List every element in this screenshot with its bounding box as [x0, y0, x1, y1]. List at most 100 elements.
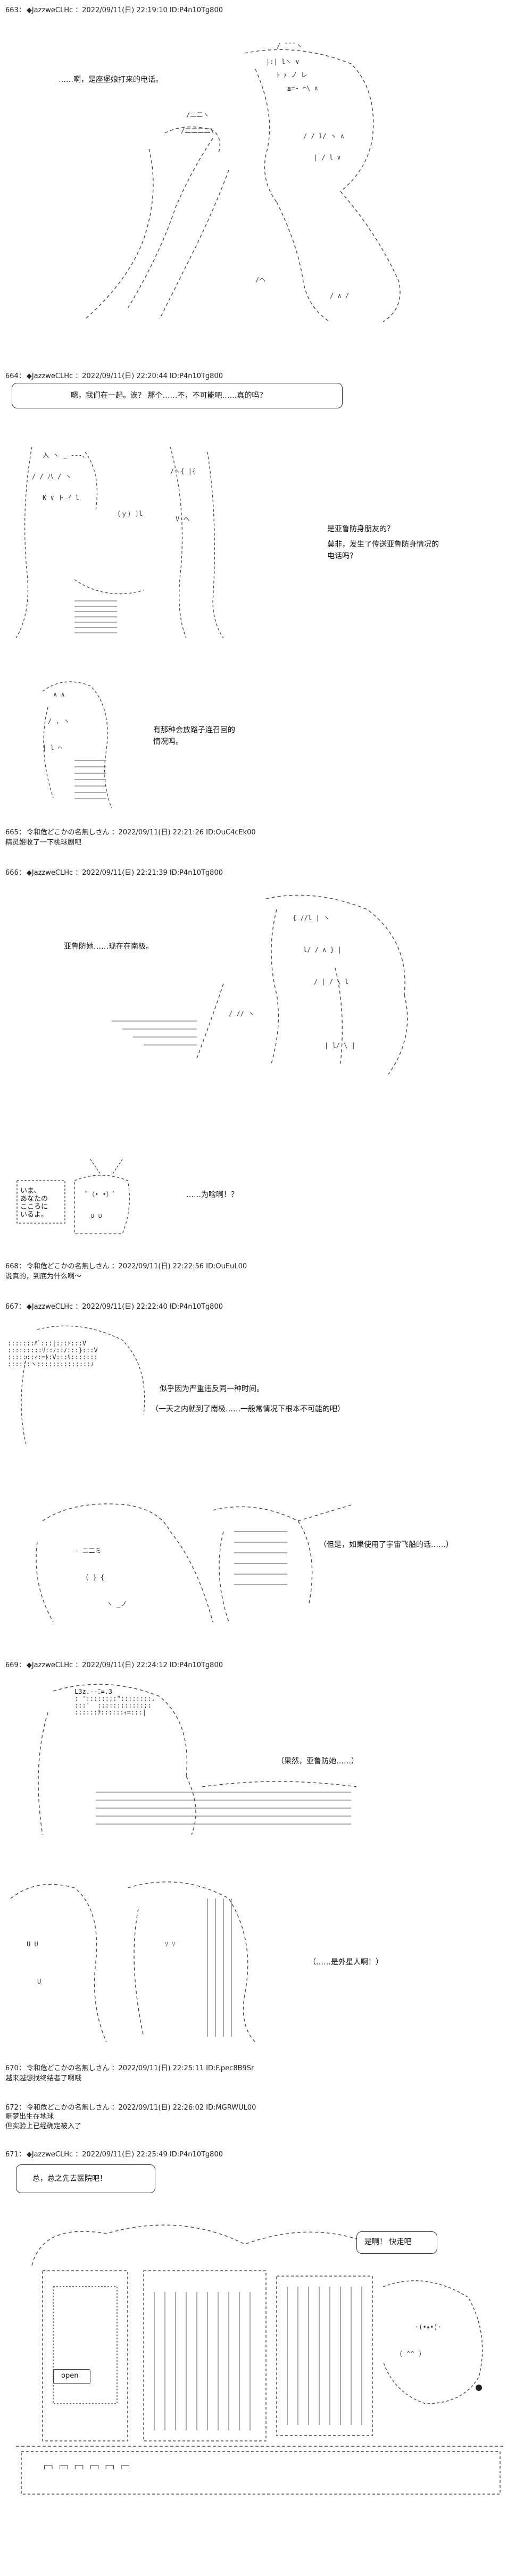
ascii-art-illustration	[38, 1684, 357, 1835]
ascii-art-illustration	[21, 1325, 145, 1447]
post-number[interactable]: 670：	[5, 2064, 26, 2072]
svg-text:/ニ二ヽ: /ニ二ヽ	[186, 111, 209, 119]
dialogue-text: 有那种会放路子连召回的	[153, 726, 235, 734]
ascii-art-illustration: 入 ヽ _ -‐-、 / / 八 / ヽ K ∨ ト―ｲ l (ｙ) ]l /ヽ…	[15, 446, 224, 639]
speech-bubble: 总，总之先去医院吧！	[16, 2164, 155, 2193]
dialogue-text: 亚鲁防她……现在在南极。	[64, 942, 153, 951]
post-number[interactable]: 671：	[5, 2151, 26, 2159]
dialogue-text: 总，总之先去医院吧！	[32, 2174, 107, 2183]
post-timestamp: ：2022/09/11(日) 22:21:39 ID:P4n10Tg800	[75, 869, 223, 877]
post-timestamp: ：2022/09/11(日) 22:22:56 ID:OuEuL00	[111, 1262, 247, 1270]
dialogue-text: （果然，亚鲁防她……）	[277, 1757, 359, 1766]
svg-text:ヽ _ノ: ヽ _ノ	[106, 1600, 127, 1608]
dialogue-text: 电话吗？	[327, 552, 357, 561]
post-number[interactable]: 663：	[5, 6, 26, 14]
svg-text:┌─┐ ┌─┐ ┌─┐ ┌─┐ ┌─┐ ┌─┐: ┌─┐ ┌─┐ ┌─┐ ┌─┐ ┌─┐ ┌─┐	[43, 2462, 131, 2469]
dialogue-text: 是亚鲁防身朋友的？	[327, 525, 394, 533]
svg-text:/ ̄ ̄ ̄ ヽ: / ̄ ̄ ̄ ヽ	[277, 42, 302, 49]
svg-text:/ , ヽ: / , ヽ	[48, 717, 70, 725]
dialogue-text: ……啊，是座堡娘打来的电话。	[59, 76, 163, 84]
post-timestamp: ：2022/09/11(日) 22:20:44 ID:P4n10Tg800	[75, 372, 223, 380]
sign-text: いま、 あなたの こころに いるよ。	[20, 1187, 48, 1219]
post-author: ◆JazzweCLHc	[26, 1661, 73, 1669]
ascii-art-illustration: ∧ ∧/ , ヽ| l ⌒	[42, 681, 112, 809]
post-author: 令和危どこかの名無しさん	[26, 2064, 110, 2072]
svg-text:{ //l | ヽ: { //l | ヽ	[293, 914, 330, 922]
svg-text:/ ∧ /: / ∧ /	[330, 292, 349, 299]
svg-text:(ｙ) ]l: (ｙ) ]l	[117, 510, 143, 517]
svg-text:V ヘ: V ヘ	[176, 515, 189, 523]
post-author: 令和危どこかの名無しさん	[26, 1262, 110, 1270]
post-timestamp: ：2022/09/11(日) 22:26:02 ID:MGRWUL00	[111, 2104, 256, 2112]
svg-text:/二二二二\: /二二二二\	[181, 127, 214, 135]
post-author: 令和危どこかの名無しさん	[26, 829, 110, 837]
svg-text:/ / l/ ヽ ∧: / / l/ ヽ ∧	[303, 132, 344, 140]
post-header: 663：◆JazzweCLHc：2022/09/11(日) 22:19:10 I…	[5, 4, 223, 14]
post-comment: 精灵姬收了一下桃球剧吧	[5, 839, 82, 847]
svg-text:/ヘ: /ヘ	[255, 276, 265, 283]
svg-text:≧=‐ ⌒\ ∧: ≧=‐ ⌒\ ∧	[287, 85, 318, 92]
svg-text:l/ / ∧ } |: l/ / ∧ } |	[303, 946, 342, 954]
post-number[interactable]: 664：	[5, 372, 26, 380]
svg-text:/ / 八 / ヽ: / / 八 / ヽ	[32, 473, 72, 480]
post-number[interactable]: 672：	[5, 2104, 26, 2112]
ascii-art-text: L3z.--ﾆ=.3 : '::::::;:"::::::::. :::' ::…	[74, 1688, 155, 1716]
post-author: ◆JazzweCLHc	[26, 1303, 73, 1311]
post-timestamp: ：2022/09/11(日) 22:24:12 ID:P4n10Tg800	[75, 1661, 223, 1669]
post-comment: 但实验上已经确定被入了	[5, 2122, 82, 2130]
post-header: 664：◆JazzweCLHc：2022/09/11(日) 22:20:44 I…	[5, 370, 223, 380]
svg-text:‐ ニ二ミ: ‐ ニ二ミ	[74, 1547, 101, 1554]
post-timestamp: ：2022/09/11(日) 22:21:26 ID:OuC4cEk00	[111, 829, 256, 837]
speech-bubble: 是啊！ 快走吧	[356, 2231, 437, 2254]
post-author: ◆JazzweCLHc	[26, 6, 73, 14]
post-author: ◆JazzweCLHc	[26, 372, 73, 380]
svg-text:K ∨ ト―ｲ l: K ∨ ト―ｲ l	[43, 494, 79, 501]
dialogue-text: （一天之内就到了南极……一般常情况下根本不可能的吧）	[151, 1405, 345, 1414]
dialogue-text: 情况吗。	[153, 738, 183, 746]
svg-text:∪ ∪: ∪ ∪	[90, 1212, 102, 1219]
ascii-art-illustration: ‐ ニ二ミ ( } { ヽ _ノ	[36, 1503, 352, 1622]
ascii-art-illustration: / ̄ ̄ ̄ ヽ |:| lヽ ∨ ﾄ ﾒ ノ レ ≧=‐ ⌒\ ∧ /ニ二ヽ…	[85, 42, 401, 322]
svg-text:·(•ᴥ•)·: ·(•ᴥ•)·	[415, 2323, 442, 2331]
post-author: ◆JazzweCLHc	[26, 2151, 73, 2159]
post-timestamp: ：2022/09/11(日) 22:25:49 ID:P4n10Tg800	[75, 2151, 223, 2159]
svg-text:ｿ ｿ: ｿ ｿ	[165, 1941, 175, 1948]
post-timestamp: ：2022/09/11(日) 22:19:10 ID:P4n10Tg800	[75, 6, 223, 14]
svg-text:/ヽ{ |{: /ヽ{ |{	[170, 467, 196, 475]
post-header: 667：◆JazzweCLHc：2022/09/11(日) 22:22:40 I…	[5, 1301, 223, 1311]
post-number[interactable]: 665：	[5, 829, 26, 837]
svg-text:∧ ∧: ∧ ∧	[53, 691, 65, 698]
dialogue-text: （……是外星人啊！）	[309, 1958, 383, 1967]
post-comment: 噩梦出生在地球	[5, 2113, 54, 2121]
post-header: 670：令和危どこかの名無しさん：2022/09/11(日) 22:25:11 …	[5, 2062, 254, 2072]
post-number[interactable]: 669：	[5, 1661, 26, 1669]
post-header: 672：令和危どこかの名無しさん：2022/09/11(日) 22:26:02 …	[5, 2102, 256, 2112]
post-header: 668：令和危どこかの名無しさん：2022/09/11(日) 22:22:56 …	[5, 1260, 247, 1270]
svg-text:U: U	[37, 1978, 41, 1985]
dialogue-text: 似乎因为严重违反同一种时间。	[160, 1385, 264, 1393]
post-number[interactable]: 667：	[5, 1303, 26, 1311]
ascii-art-illustration: ·(•ᴥ•)· ( ^^ ) ┌─┐ ┌─┐ ┌─┐ ┌─┐ ┌─┐ ┌─┐	[16, 2224, 505, 2495]
svg-text:| l/ \ |: | l/ \ |	[325, 1042, 355, 1049]
open-sign-text: open	[61, 2372, 79, 2380]
svg-text:( } {: ( } {	[85, 1574, 104, 1581]
svg-text:ﾟ（• •）ﾟ: ﾟ（• •）ﾟ	[85, 1191, 116, 1198]
ascii-art-illustration: ﾟ（• •）ﾟ ∪ ∪	[16, 1159, 130, 1234]
svg-text:U U: U U	[27, 1941, 38, 1948]
svg-text:( ^^ ): ( ^^ )	[399, 2350, 422, 2357]
dialogue-text: （但是，如果使用了宇宙飞船的话……）	[319, 1541, 453, 1549]
svg-text:/ // ヽ: / // ヽ	[229, 1010, 254, 1017]
svg-text:| / l ∨: | / l ∨	[314, 154, 341, 161]
svg-text:入 ヽ _ -‐-、: 入 ヽ _ -‐-、	[43, 451, 89, 459]
post-number[interactable]: 666：	[5, 869, 26, 877]
ascii-art-illustration: U U ｿ ｿ U	[10, 1881, 256, 2043]
dialogue-text: 莫非，发生了传送亚鲁防身情况的	[327, 540, 439, 549]
ascii-art-text: :::::::ﾊﾞ:::|:::ﾄ:::V :::::::::ﾘ::ﾉ::ﾉ::…	[7, 1340, 98, 1368]
post-comment: 越来越想找终结者了啊哦	[5, 2075, 82, 2082]
svg-text:/ | / \ l: / | / \ l	[314, 978, 348, 985]
post-timestamp: ：2022/09/11(日) 22:22:40 ID:P4n10Tg800	[75, 1303, 223, 1311]
post-number[interactable]: 668：	[5, 1262, 26, 1270]
post-header: 666：◆JazzweCLHc：2022/09/11(日) 22:21:39 I…	[5, 867, 223, 877]
post-header: 671：◆JazzweCLHc：2022/09/11(日) 22:25:49 I…	[5, 2148, 223, 2159]
dialogue-text: 嗯，我们在一起。诶？ 那个……不，不可能吧……真的吗？	[71, 391, 267, 400]
